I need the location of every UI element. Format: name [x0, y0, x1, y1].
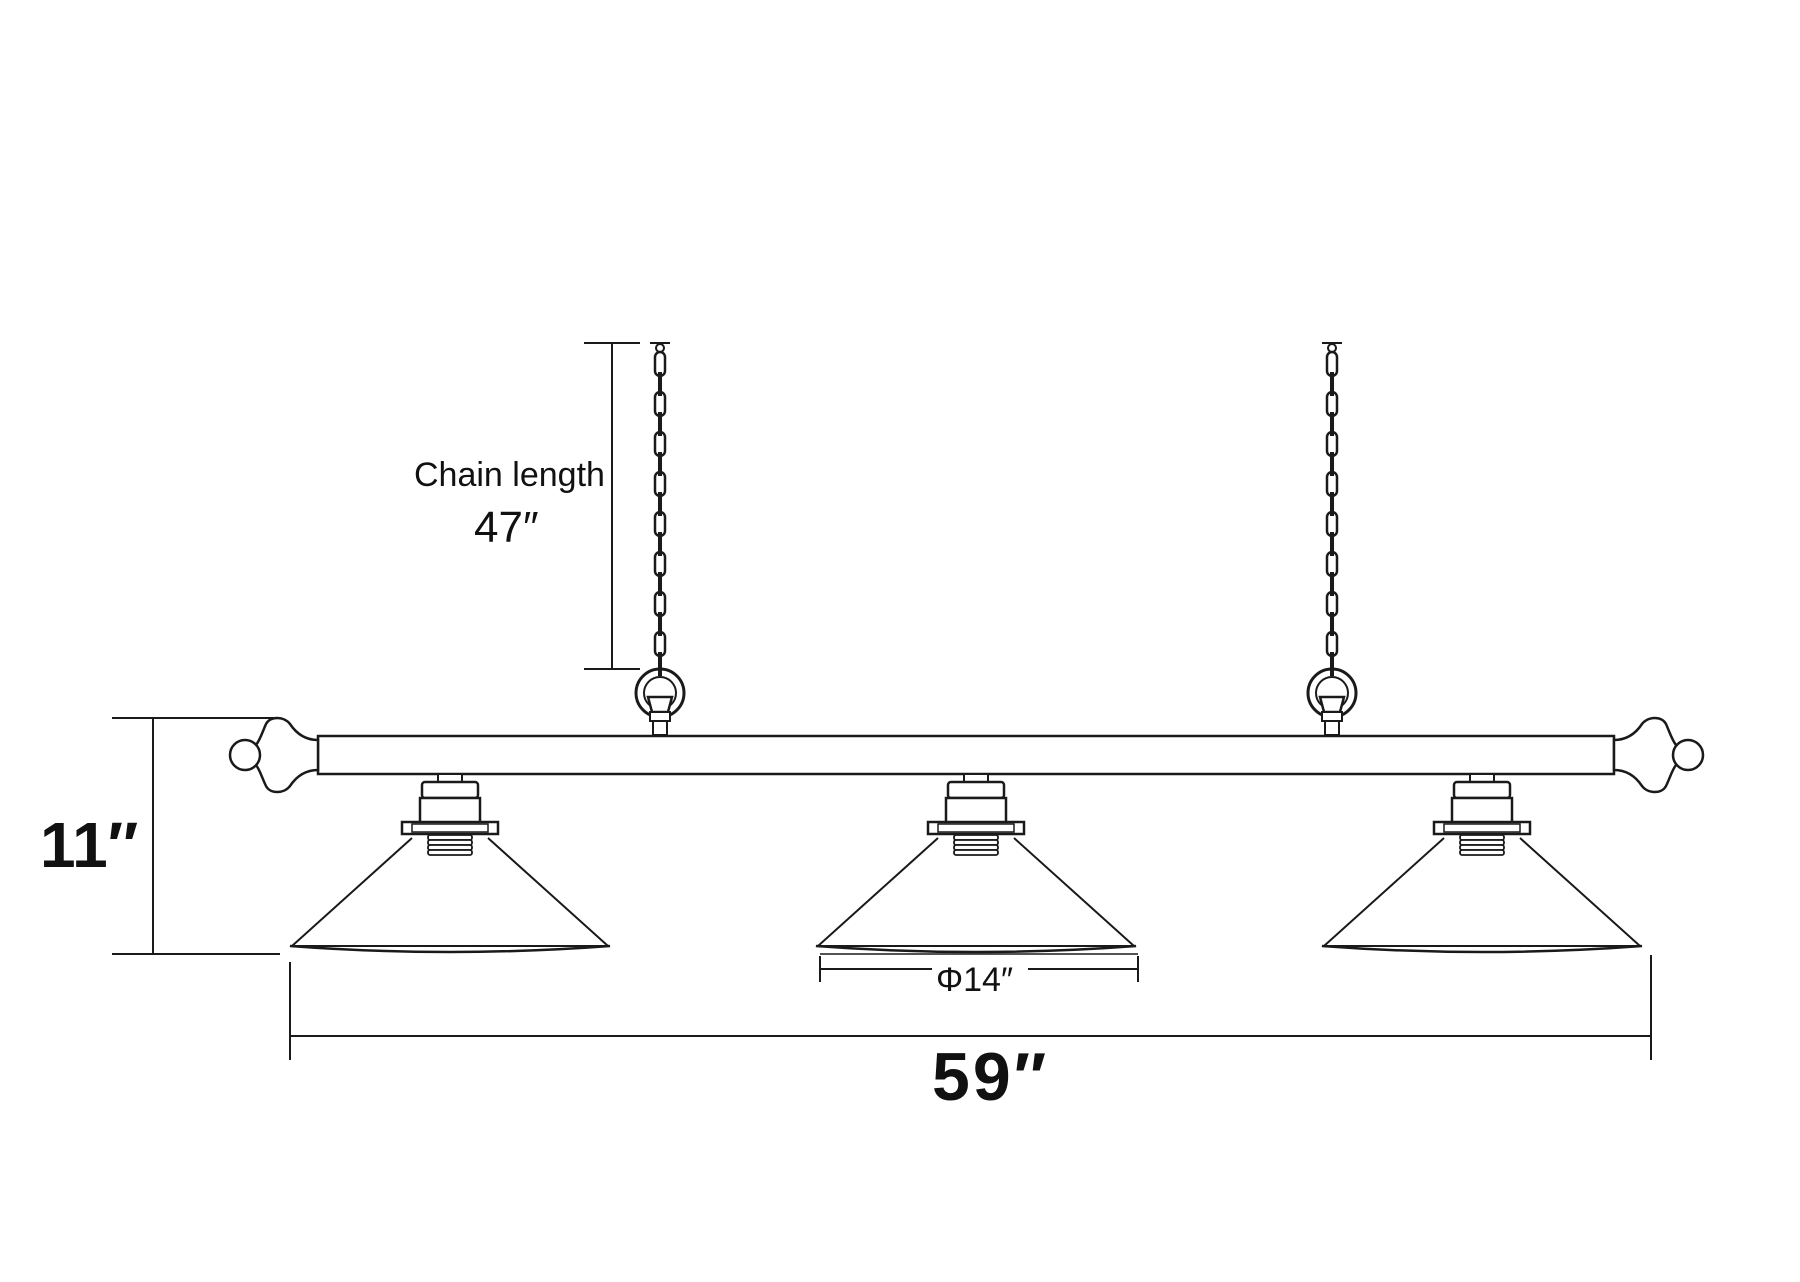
lamp-shade-rim	[289, 944, 611, 954]
socket-collar	[1432, 820, 1532, 836]
lamp-1	[289, 773, 611, 954]
socket-collar-inner	[411, 823, 489, 833]
eye-loop-left	[634, 667, 686, 736]
dimension-height	[112, 717, 280, 955]
lamp-3	[1321, 773, 1643, 954]
chain-length-title: Chain length	[414, 456, 605, 494]
socket-cap	[1452, 780, 1512, 800]
socket-thread	[1459, 849, 1505, 856]
lamp-shade-rim	[1321, 944, 1643, 954]
socket-collar-inner	[937, 823, 1015, 833]
chain-right	[1325, 350, 1339, 676]
eye-loop-right	[1306, 667, 1358, 736]
ceiling-hook-right	[1322, 342, 1342, 353]
lamps	[289, 773, 1643, 954]
dimension-chain-length	[584, 342, 640, 670]
lamp-2	[815, 773, 1137, 954]
lamp-shade	[1321, 837, 1643, 947]
socket-thread	[427, 849, 473, 856]
socket-cap	[946, 780, 1006, 800]
lamp-shade-rim	[815, 944, 1137, 954]
socket-thread	[953, 849, 999, 856]
lamp-shade	[815, 837, 1137, 947]
chain-left	[653, 350, 667, 676]
dimension-shade-diameter	[819, 953, 1139, 982]
socket-cap	[420, 780, 480, 800]
shade-diameter-value: Φ14″	[936, 961, 1013, 999]
finial-right	[1612, 716, 1705, 794]
ceiling-hook-left	[650, 342, 670, 353]
chain-length-value: 47″	[474, 503, 539, 552]
socket-collar	[926, 820, 1026, 836]
overall-width-value: 59″	[932, 1039, 1049, 1115]
lamp-shade	[289, 837, 611, 947]
height-value: 11″	[40, 809, 138, 881]
socket-collar	[400, 820, 500, 836]
finial-left	[228, 716, 320, 794]
socket-collar-inner	[1443, 823, 1521, 833]
main-bar	[316, 734, 1616, 776]
dimension-overall-width	[289, 955, 1652, 1060]
